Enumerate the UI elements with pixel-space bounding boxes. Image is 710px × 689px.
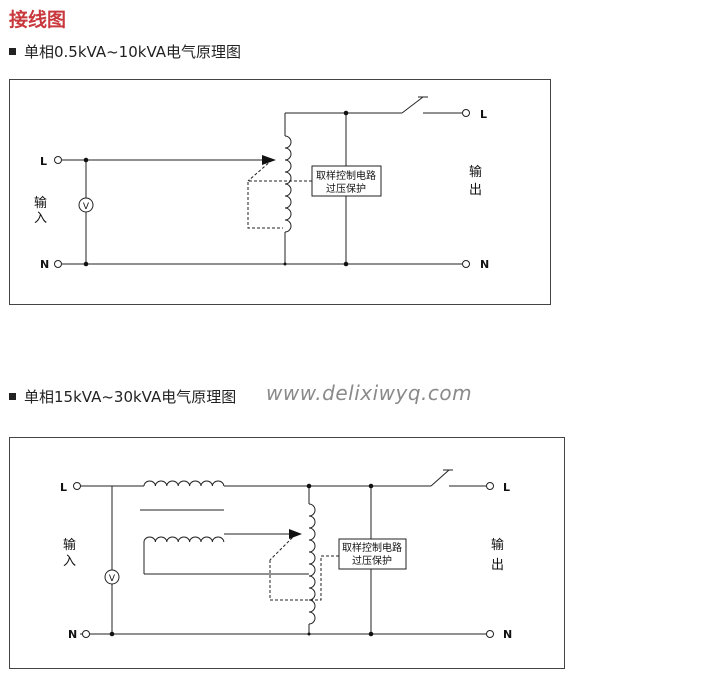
wiring-diagram-1: V L N L N 输 入 输 出 取样控制电路 过压保护 bbox=[9, 79, 551, 305]
diagram-2-caption-text: 单相15kVA~30kVA电气原理图 bbox=[24, 388, 237, 406]
diagram-1-control-box-line-1: 取样控制电路 bbox=[316, 169, 376, 182]
watermark: www.delixiwyq.com bbox=[266, 381, 473, 405]
diagram-2-caption: 单相15kVA~30kVA电气原理图 bbox=[9, 387, 236, 407]
diagram-1-caption: 单相0.5kVA~10kVA电气原理图 bbox=[9, 42, 241, 62]
diagram-2-input-N: N bbox=[68, 628, 77, 641]
diagram-2-control-box-line-2: 过压保护 bbox=[352, 554, 392, 567]
diagram-1-input-L: L bbox=[40, 155, 47, 168]
diagram-1-output-label-2: 出 bbox=[469, 183, 482, 198]
diagram-1-input-label-1: 输 bbox=[34, 195, 47, 211]
diagram-1-input-label-2: 入 bbox=[34, 211, 47, 226]
diagram-1-caption-text: 单相0.5kVA~10kVA电气原理图 bbox=[24, 43, 242, 61]
diagram-2-output-label-1: 输 bbox=[491, 537, 504, 553]
page-title: 接线图 bbox=[9, 9, 67, 31]
voltmeter-2-label: V bbox=[109, 574, 116, 584]
wiring-diagram-2: V L N L N 输 入 输 出 取样控制电路 过压保护 bbox=[9, 437, 565, 669]
diagram-1-output-N: N bbox=[480, 258, 489, 271]
diagram-2-output-L: L bbox=[503, 481, 510, 494]
diagram-1-input-N: N bbox=[40, 258, 49, 271]
diagram-1-output-label-1: 输 bbox=[469, 164, 482, 180]
diagram-2-input-label-1: 输 bbox=[63, 537, 76, 553]
diagram-2-input-L: L bbox=[60, 481, 67, 494]
diagram-1-output-L: L bbox=[480, 108, 487, 121]
bullet-icon bbox=[9, 393, 16, 400]
diagram-2-output-N: N bbox=[503, 628, 512, 641]
bullet-icon bbox=[9, 48, 16, 55]
diagram-2-input-label-2: 入 bbox=[63, 554, 76, 569]
diagram-2-control-box-line-1: 取样控制电路 bbox=[342, 541, 402, 554]
voltmeter-1-label: V bbox=[83, 202, 90, 212]
diagram-2-output-label-2: 出 bbox=[491, 558, 504, 573]
diagram-1-control-box-line-2: 过压保护 bbox=[326, 182, 366, 195]
